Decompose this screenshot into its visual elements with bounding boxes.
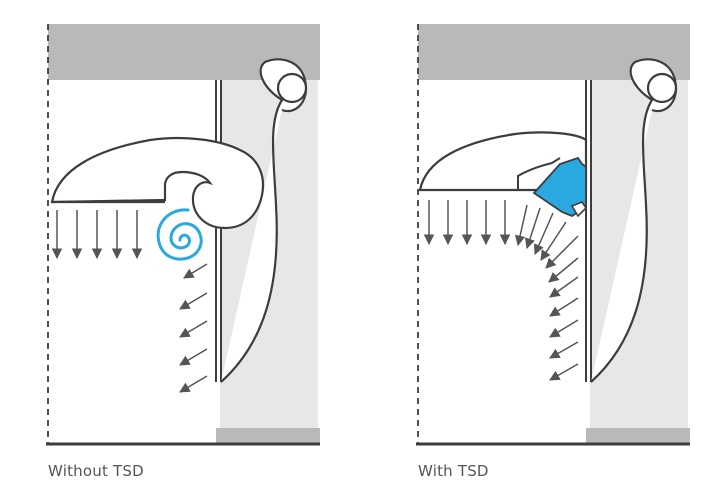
door-housing-outline	[220, 58, 308, 383]
door-closer-body	[418, 131, 588, 192]
door-housing-outline	[590, 58, 678, 383]
turbulence-swirl-icon	[156, 208, 203, 261]
diagonal-flow-arrow	[514, 204, 528, 247]
diagonal-flow-arrow	[548, 257, 579, 283]
diagonal-flow-arrow	[549, 297, 579, 317]
door-closer-body	[50, 136, 265, 230]
diagonal-flow-arrow	[179, 292, 208, 310]
diagonal-flow-arrow	[549, 363, 579, 381]
caption-with-tsd: With TSD	[418, 462, 489, 480]
diagonal-flow-arrow	[179, 348, 208, 366]
panel-without-tsd	[46, 24, 320, 446]
floor-block	[216, 428, 320, 444]
diagonal-flow-arrow	[545, 235, 579, 269]
tsd-clip	[570, 201, 588, 218]
diagonal-flow-arrow	[549, 276, 579, 298]
floor-block	[586, 428, 690, 444]
caption-without-tsd: Without TSD	[48, 462, 144, 480]
diagonal-flow-arrow	[524, 207, 541, 249]
tsd-deflector-icon	[532, 156, 587, 218]
diagonal-flow-arrow	[179, 375, 208, 393]
diagonal-flow-arrow	[183, 263, 208, 279]
hinge-pivot	[646, 72, 678, 104]
hinge-pivot	[276, 72, 308, 104]
diagonal-flow-arrow	[549, 341, 579, 359]
diagonal-flow-arrow	[540, 221, 567, 261]
diagonal-flow-arrow	[179, 320, 208, 338]
panel-with-tsd	[416, 24, 690, 446]
diagonal-flow-arrow	[533, 212, 554, 255]
closer-notch	[517, 157, 561, 190]
diagonal-flow-arrow	[549, 319, 579, 338]
